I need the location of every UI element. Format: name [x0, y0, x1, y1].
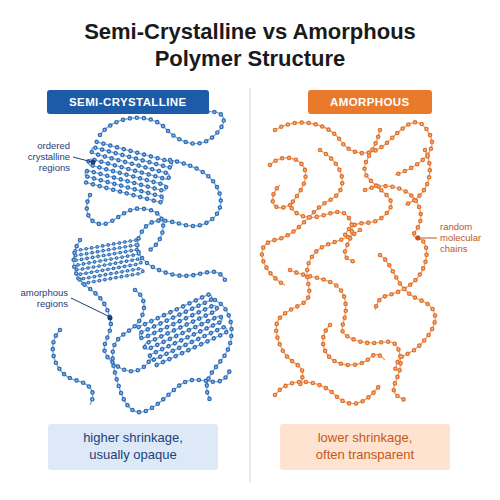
- divider-line: [250, 88, 251, 482]
- box-text: lower shrinkage, often transparent: [303, 430, 427, 464]
- callout-label: random molecular chains: [440, 221, 495, 254]
- note-box: higher shrinkage, usually opaque: [48, 424, 218, 470]
- callout-label: ordered crystalline regions: [10, 140, 70, 173]
- semi-crystalline-chains: [53, 112, 232, 412]
- header-box: AMORPHOUS: [308, 90, 432, 114]
- callout-label: amorphous regions: [8, 287, 68, 309]
- note-box: lower shrinkage, often transparent: [280, 424, 450, 470]
- box-text: AMORPHOUS: [330, 95, 410, 110]
- header-box: SEMI-CRYSTALLINE: [47, 90, 209, 114]
- leader-lines: [71, 157, 437, 321]
- bead-highlights: [262, 122, 435, 403]
- chain-beads: [262, 122, 435, 403]
- title: Semi-Crystalline vs Amorphous Polymer St…: [60, 18, 440, 72]
- amorphous-chains: [262, 122, 435, 403]
- box-text: SEMI-CRYSTALLINE: [69, 95, 187, 110]
- box-text: higher shrinkage, usually opaque: [71, 430, 195, 464]
- bead-highlights: [53, 112, 232, 412]
- chain-beads: [53, 112, 232, 412]
